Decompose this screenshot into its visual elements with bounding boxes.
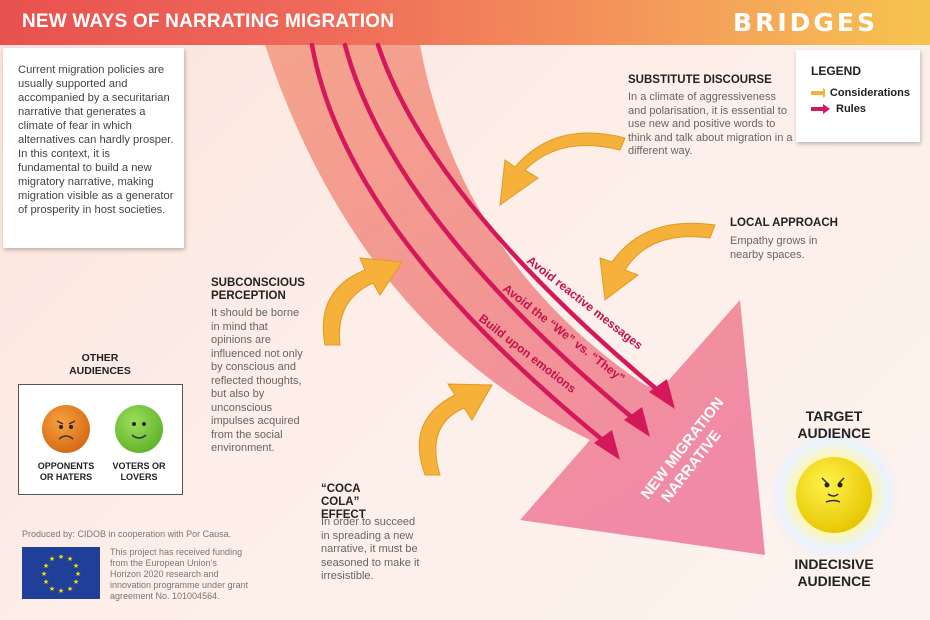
orange-arrow-icon — [811, 88, 825, 98]
coca-cola-effect-title: “COCA COLA” EFFECT — [321, 483, 366, 521]
other-audiences-box: OPPONENTS OR HATERS VOTERS OR LOVERS — [18, 384, 183, 495]
indecisive-mouth-icon — [825, 493, 841, 503]
funding-text: This project has received funding from t… — [110, 547, 249, 601]
indecisive-face — [796, 457, 872, 533]
produced-by-text: Produced by: CIDOB in cooperation with P… — [22, 529, 232, 539]
rule-line-2 — [342, 42, 638, 423]
page-title: NEW WAYS OF NARRATING MIGRATION — [22, 11, 395, 32]
local-approach-title: LOCAL APPROACH — [730, 217, 838, 229]
subconscious-perception-text: It should be borne in mind that opinions… — [211, 307, 303, 454]
indecisive-eyes-icon — [821, 477, 845, 484]
consideration-arrow-cocacola — [418, 383, 493, 476]
svg-text:★: ★ — [49, 555, 55, 563]
consideration-arrow-subconscious — [322, 257, 403, 346]
rule-arrowhead-1 — [594, 430, 620, 460]
substitute-discourse-text: In a climate of aggressiveness and polar… — [628, 91, 793, 157]
opponents-label: OPPONENTS OR HATERS — [37, 461, 95, 482]
rule-line-1 — [309, 42, 608, 445]
angry-expression-icon — [56, 420, 76, 440]
svg-text:★: ★ — [73, 562, 79, 570]
intro-text: Current migration policies are usually s… — [18, 64, 174, 216]
voters-label: VOTERS OR LOVERS — [112, 461, 166, 482]
svg-text:★: ★ — [75, 570, 81, 578]
svg-text:★: ★ — [67, 585, 73, 593]
svg-text:★: ★ — [49, 585, 55, 593]
svg-text:★: ★ — [73, 578, 79, 586]
consideration-arrow-substitute — [499, 132, 626, 207]
substitute-discourse-title: SUBSTITUTE DISCOURSE — [628, 74, 772, 86]
coca-cola-effect-text: In order to succeed in spreading a new n… — [321, 516, 420, 582]
svg-text:★: ★ — [58, 553, 64, 561]
rule-line-3 — [375, 42, 663, 395]
legend-label-rules: Rules — [836, 103, 866, 115]
legend-item-considerations: Considerations — [811, 87, 910, 99]
legend-item-rules: Rules — [811, 103, 910, 115]
other-audiences-title: OTHER AUDIENCES — [69, 352, 131, 377]
local-approach-text: Empathy grows in nearby spaces. — [730, 235, 818, 261]
consideration-arrow-local — [599, 222, 716, 301]
legend: LEGEND Considerations Rules — [796, 50, 920, 142]
subconscious-perception-title: SUBCONSCIOUS PERCEPTION — [211, 277, 305, 302]
target-audience-title: TARGET AUDIENCE — [797, 408, 871, 441]
voter-face — [115, 405, 163, 453]
indecisive-audience-title: INDECISIVE AUDIENCE — [794, 556, 874, 589]
header-bar: NEW WAYS OF NARRATING MIGRATION BRIDGES — [0, 0, 930, 45]
opponent-face — [42, 405, 90, 453]
legend-title: LEGEND — [811, 64, 862, 78]
red-arrow-icon — [811, 104, 830, 114]
svg-text:★: ★ — [43, 578, 49, 586]
bridges-logo: BRIDGES — [733, 8, 878, 37]
legend-label-considerations: Considerations — [829, 87, 910, 99]
svg-text:★: ★ — [58, 587, 64, 595]
svg-text:★: ★ — [41, 570, 47, 578]
eu-flag-icon: ★ ★ ★ ★ ★ ★ ★ ★ ★ ★ ★ ★ — [22, 547, 100, 599]
svg-text:★: ★ — [43, 562, 49, 570]
happy-expression-icon — [131, 434, 147, 439]
rule-arrowhead-3 — [649, 379, 675, 409]
intro-box: Current migration policies are usually s… — [3, 48, 184, 248]
svg-text:★: ★ — [67, 555, 73, 563]
rule-arrowhead-2 — [624, 407, 650, 437]
